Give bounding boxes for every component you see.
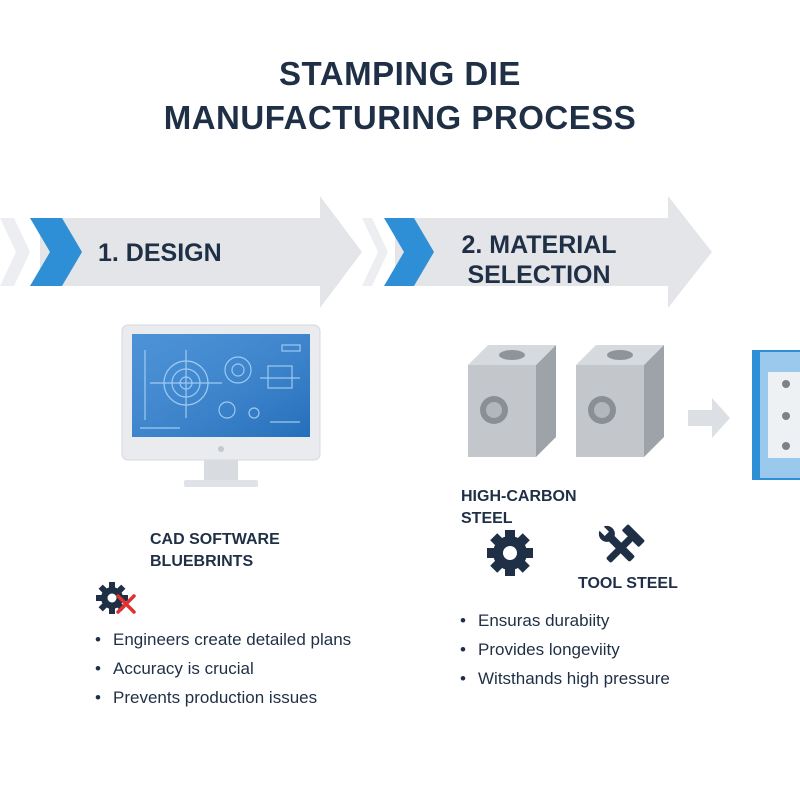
die-part-icon	[752, 350, 800, 480]
step-2-arrow	[362, 196, 712, 308]
edge-chevrons	[0, 218, 30, 286]
step-1-arrow	[30, 196, 362, 308]
next-arrow-icon	[688, 398, 730, 438]
step-1-caption-line-2: BLUEBRINTS	[150, 553, 254, 570]
title-line-2: MANUFACTURING PROCESS	[163, 99, 637, 136]
cad-monitor-icon	[121, 324, 321, 487]
step-2-label-line-2: SELECTION	[467, 261, 611, 289]
list-item: Provides longeviity	[460, 635, 670, 664]
wrench-hammer-icon	[597, 524, 645, 563]
step-1-chevron	[30, 218, 82, 286]
step-2-label: 2. MATERIAL SELECTION	[444, 230, 634, 290]
step-1-bullet-list: Engineers create detailed plans Accuracy…	[95, 625, 351, 712]
step-1-caption-line-1: CAD SOFTWARE	[150, 531, 280, 548]
title-line-1: STAMPING DIE	[279, 55, 521, 92]
list-item: Engineers create detailed plans	[95, 625, 351, 654]
page-title: STAMPING DIE MANUFACTURING PROCESS	[0, 52, 800, 140]
list-item: Accuracy is crucial	[95, 654, 351, 683]
list-item: Witsthands high pressure	[460, 664, 670, 693]
step-1-label: 1. DESIGN	[98, 239, 222, 267]
step-2-bullet-list: Ensuras durabiity Provides longeviity Wi…	[460, 606, 670, 693]
step-2-label-line-1: 2. MATERIAL	[461, 231, 617, 259]
material-a-label: HIGH-CARBON STEEL	[461, 486, 577, 530]
list-item: Ensuras durabiity	[460, 606, 670, 635]
steel-block-icon-1	[468, 345, 556, 457]
step-2-chevron	[384, 218, 434, 286]
material-a-line-1: HIGH-CARBON	[461, 488, 577, 505]
gear-cross-icon	[96, 582, 136, 614]
material-b-label: TOOL STEEL	[578, 575, 678, 592]
step-1-caption: CAD SOFTWARE BLUEBRINTS	[150, 529, 280, 573]
list-item: Prevents production issues	[95, 683, 351, 712]
steel-block-icon-2	[576, 345, 664, 457]
gear-icon	[487, 530, 533, 576]
material-a-line-2: STEEL	[461, 510, 513, 527]
